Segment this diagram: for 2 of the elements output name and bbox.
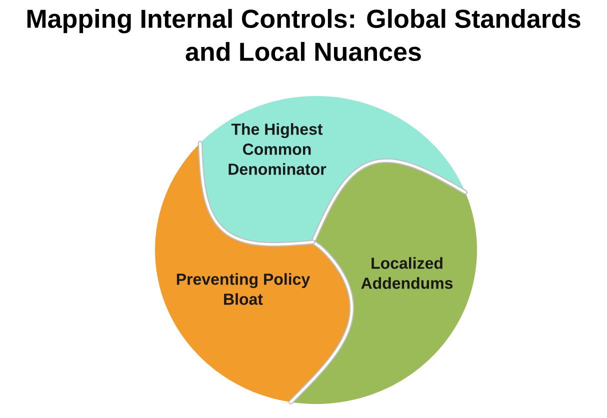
swirl-segment: The Highest Common Denominator (200, 96, 466, 244)
title: Mapping Internal Controls: Global Standards and Local Nuances (27, 8, 580, 62)
